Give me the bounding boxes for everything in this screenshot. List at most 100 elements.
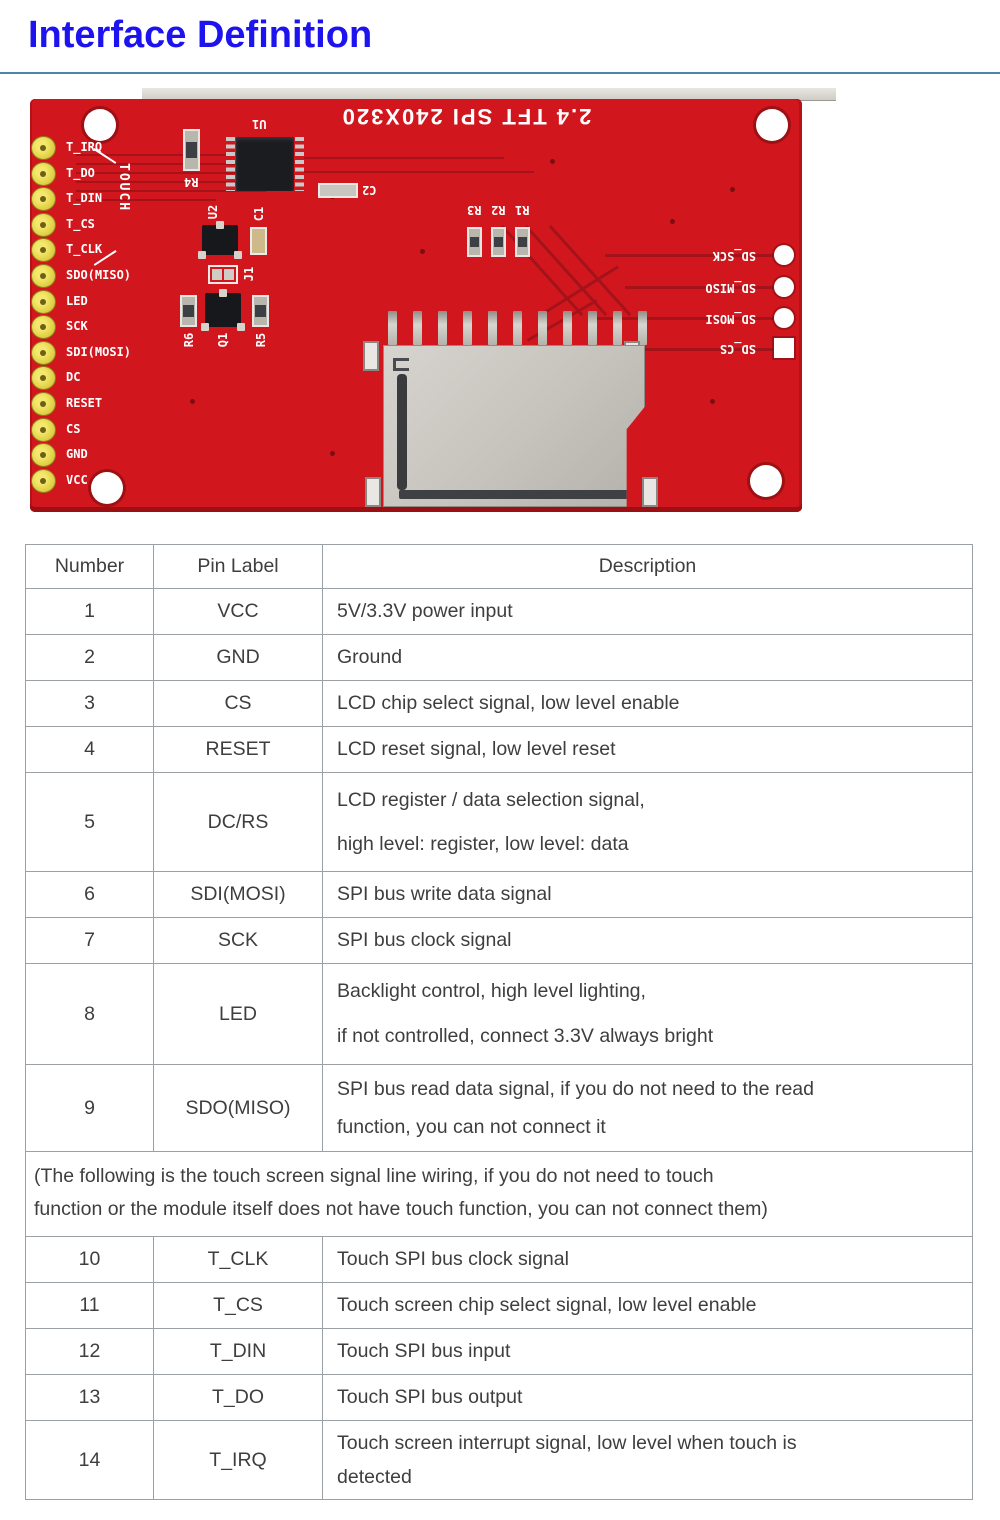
pin-label-cell: CS <box>153 680 323 727</box>
description-line: Touch SPI bus input <box>337 1340 511 1363</box>
pin-silkscreen-label: T_CS <box>66 216 95 231</box>
via-dot <box>550 159 555 164</box>
sd-pad-label: SD_CS <box>719 342 756 356</box>
pin-number-cell: 3 <box>25 680 154 727</box>
via-dot <box>190 399 195 404</box>
description-line: function, you can not connect it <box>337 1116 606 1138</box>
pin-number-cell: 14 <box>25 1420 154 1500</box>
description-line: detected <box>337 1466 412 1488</box>
pin-description-cell: LCD register / data selection signal, hig… <box>322 772 973 872</box>
sd-solder-pad <box>774 277 794 297</box>
pin-label-cell: T_DO <box>153 1374 323 1421</box>
sd-slot-edge <box>399 490 629 499</box>
r4-label: R4 <box>184 175 199 189</box>
pin-silkscreen-label: T_DO <box>66 165 95 180</box>
q1-label: Q1 <box>216 332 231 348</box>
pin-silkscreen-label: DC <box>66 370 81 385</box>
pin-number-cell: 2 <box>25 634 154 681</box>
pin-silkscreen-label: SDO(MISO) <box>66 268 132 282</box>
pin-header-strip <box>31 135 57 493</box>
description-line: Touch SPI bus output <box>337 1386 523 1409</box>
sd-slot-notch <box>393 358 409 371</box>
pin-number-cell: 8 <box>25 963 154 1065</box>
r3-resistor <box>467 227 482 257</box>
r3-label: R3 <box>467 203 482 217</box>
sd-socket-pin <box>513 311 522 345</box>
sd-socket-pin <box>388 311 397 345</box>
pin-silkscreen-label: GND <box>66 447 88 462</box>
pin-description-cell: Ground <box>322 634 973 681</box>
sd-pad-label: SD_SCK <box>712 249 756 263</box>
pin-number-cell: 1 <box>25 588 154 635</box>
title-underline <box>0 72 1000 74</box>
header-pin <box>31 263 57 289</box>
sd-pad-label: SD_MOSI <box>705 312 756 326</box>
pin-description-cell: 5V/3.3V power input <box>322 588 973 635</box>
header-pin <box>31 161 57 187</box>
via-dot <box>730 187 735 192</box>
pin-silkscreen-label: T_CLK <box>66 242 103 257</box>
sd-solder-pad <box>774 338 794 358</box>
pin-silkscreen-label: T_IRQ <box>66 140 103 154</box>
description-line: LCD register / data selection signal, <box>337 788 645 811</box>
header-description: Description <box>322 544 973 589</box>
sd-solder-pad <box>774 245 794 265</box>
header-pin <box>31 289 57 315</box>
sd-anchor-pad <box>365 477 381 507</box>
description-line: SPI bus clock signal <box>337 929 512 952</box>
via-dot <box>420 249 425 254</box>
header-pin <box>31 340 57 366</box>
pin-description-cell: LCD chip select signal, low level enable <box>322 680 973 727</box>
trace-line <box>625 286 773 289</box>
sd-anchor-pad <box>363 341 379 371</box>
description-line: Touch SPI bus clock signal <box>337 1248 569 1271</box>
header-pin-label: Pin Label <box>153 544 323 589</box>
pin-label-cell: GND <box>153 634 323 681</box>
pin-number-cell: 11 <box>25 1282 154 1329</box>
description-line: if not controlled, connect 3.3V always b… <box>337 1025 714 1047</box>
header-number: Number <box>25 544 154 589</box>
r1-label: R1 <box>515 203 530 217</box>
u2-transistor <box>198 221 242 259</box>
sd-solder-pad <box>774 308 794 328</box>
header-pin <box>31 365 57 391</box>
trace-line <box>500 224 584 317</box>
header-pin <box>31 314 57 340</box>
mounting-hole <box>91 472 123 504</box>
description-line: SPI bus read data signal, if you do not … <box>337 1077 814 1100</box>
sd-socket-pin <box>488 311 497 345</box>
pin-description-cell: Backlight control, high level lighting,i… <box>322 963 973 1065</box>
description-line: high level: register, low level: data <box>337 833 629 855</box>
pin-label-cell: VCC <box>153 588 323 635</box>
pin-description-cell: Touch screen chip select signal, low lev… <box>322 1282 973 1329</box>
u1-label: U1 <box>252 117 267 131</box>
header-pin <box>31 186 57 212</box>
pin-label-cell: RESET <box>153 726 323 773</box>
description-line: 5V/3.3V power input <box>337 600 513 623</box>
sd-card-slot <box>383 345 645 507</box>
pin-silkscreen-label: LED <box>66 293 88 308</box>
pin-number-cell: 9 <box>25 1064 154 1152</box>
pin-description-cell: Touch SPI bus output <box>322 1374 973 1421</box>
u1-pins <box>295 137 304 191</box>
u2-label: U2 <box>206 204 221 220</box>
header-pin <box>31 442 57 468</box>
c1-label: C1 <box>252 206 267 222</box>
pin-label-cell: T_DIN <box>153 1328 323 1375</box>
description-line: Touch screen interrupt signal, low level… <box>337 1431 797 1454</box>
mounting-hole <box>756 109 788 141</box>
sd-anchor-pad <box>642 477 658 507</box>
sd-socket-pin <box>438 311 447 345</box>
sd-socket-pin <box>613 311 622 345</box>
trace-line <box>304 171 534 173</box>
sd-socket-pin <box>538 311 547 345</box>
